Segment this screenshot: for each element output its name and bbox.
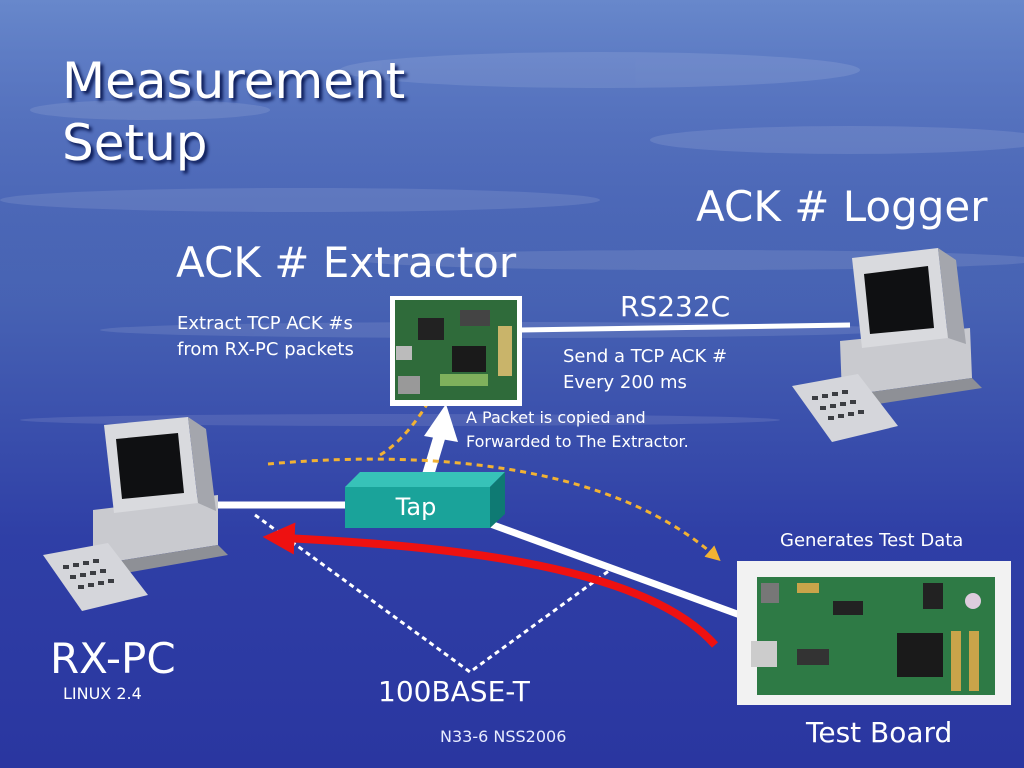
- ack-logger-computer-icon: [792, 248, 982, 442]
- packet-copy-description: A Packet is copied and Forwarded to The …: [466, 406, 689, 454]
- ack-extractor-label: ACK # Extractor: [176, 238, 517, 287]
- ack-logger-label: ACK # Logger: [696, 182, 988, 231]
- slide-title: Measurement Setup: [62, 50, 405, 174]
- send-ack-description: Send a TCP ACK # Every 200 ms: [563, 344, 727, 396]
- orange-copy-to-extractor: [379, 378, 442, 457]
- generates-test-data-label: Generates Test Data: [780, 530, 964, 551]
- extractor-description: Extract TCP ACK #s from RX-PC packets: [177, 311, 354, 363]
- title-line-1: Measurement: [62, 52, 406, 110]
- packet-copy-line-1: A Packet is copied and: [466, 408, 646, 427]
- footer-label: N33-6 NSS2006: [440, 727, 567, 746]
- red-data-arrow: [262, 522, 718, 648]
- packet-copy-line-2: Forwarded to The Extractor.: [466, 432, 689, 451]
- title-line-2: Setup: [62, 114, 208, 172]
- base-t-dotted-path: [254, 513, 611, 674]
- rx-pc-label: RX-PC: [50, 634, 176, 683]
- rs232c-label: RS232C: [620, 290, 731, 323]
- extractor-desc-line-1: Extract TCP ACK #s: [177, 313, 353, 334]
- rx-pc-computer-icon: [43, 417, 228, 611]
- tap-label: Tap: [395, 493, 437, 521]
- send-ack-line-1: Send a TCP ACK #: [563, 346, 728, 367]
- linux-version-label: LINUX 2.4: [63, 684, 142, 703]
- base-t-label: 100BASE-T: [378, 675, 530, 708]
- test-board-image: [737, 561, 1011, 705]
- test-board-label: Test Board: [806, 716, 953, 749]
- tap-extractor-arrowhead: [424, 404, 458, 442]
- extractor-desc-line-2: from RX-PC packets: [177, 339, 354, 360]
- tap-testboard-link: [483, 518, 742, 619]
- tap-box: [345, 472, 505, 528]
- rs232c-link: [519, 322, 851, 333]
- extractor-board-image: [390, 296, 522, 406]
- tap-extractor-arrow: [422, 433, 446, 477]
- send-ack-line-2: Every 200 ms: [563, 372, 687, 393]
- orange-copy-arc: [267, 457, 721, 561]
